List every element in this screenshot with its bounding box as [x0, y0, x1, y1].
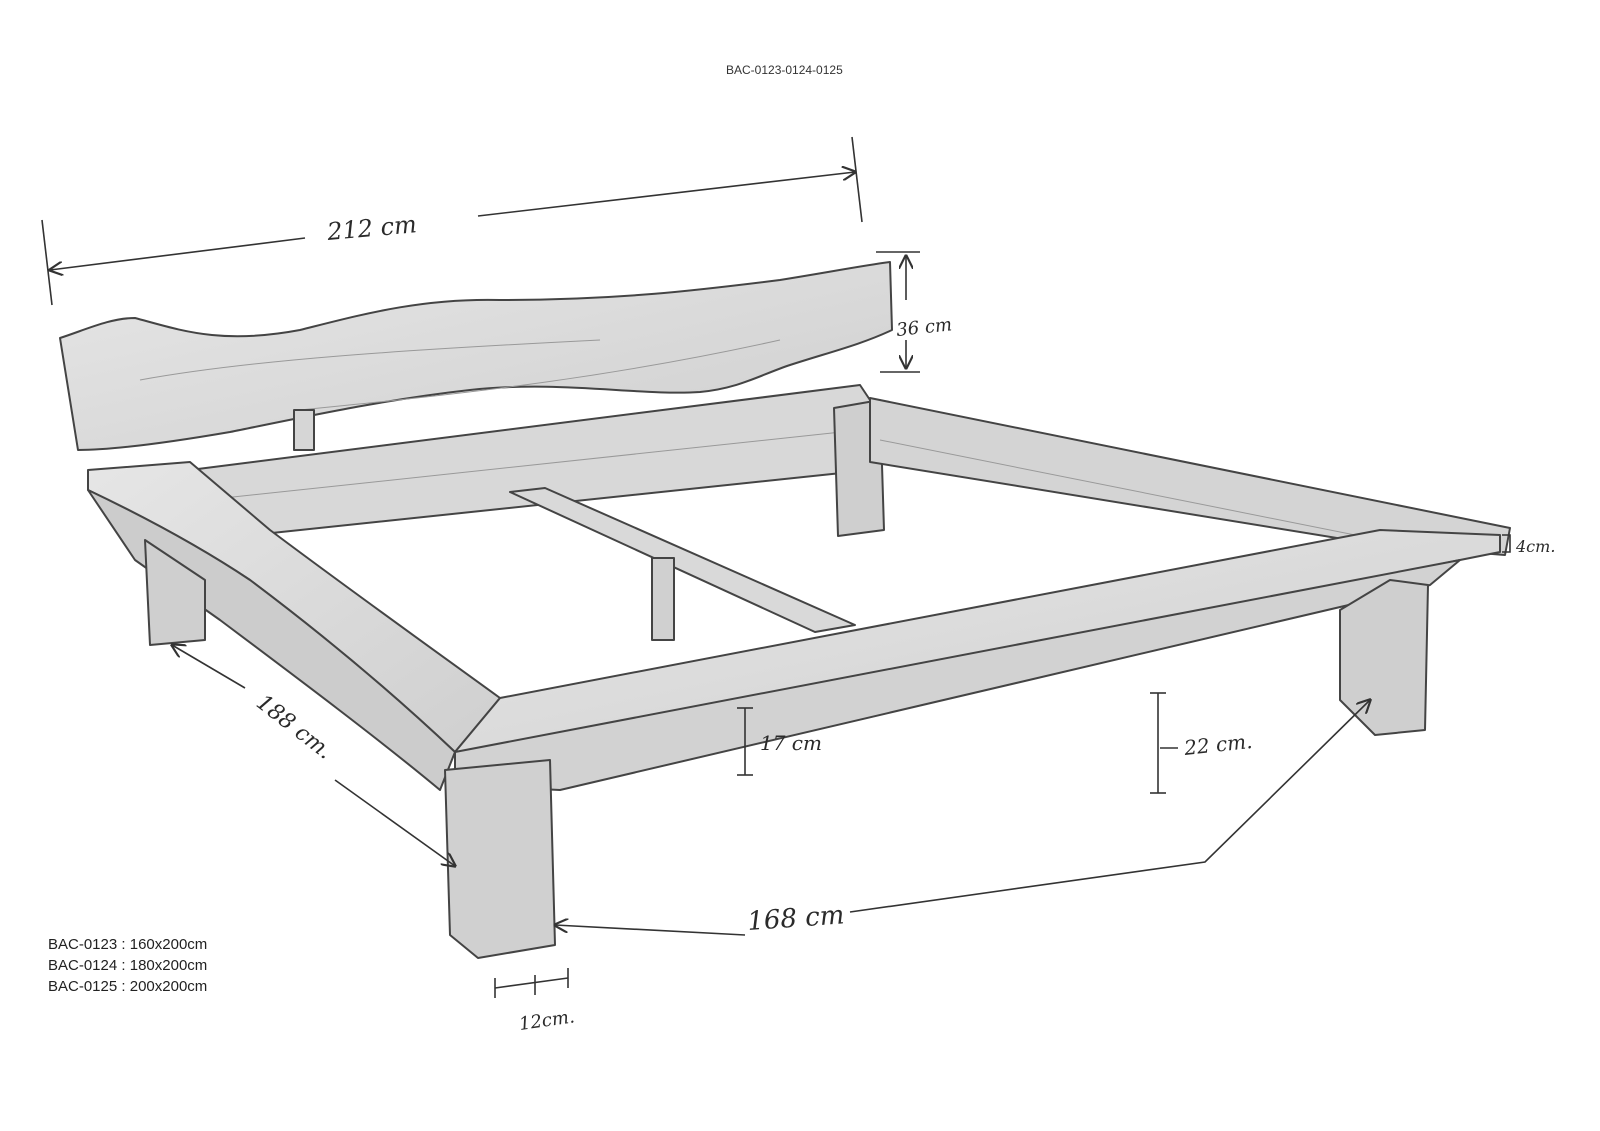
size-separator: :	[121, 978, 126, 995]
size-row: BAC-0125 : 200x200cm	[48, 976, 207, 997]
size-value: 180x200cm	[129, 957, 208, 974]
label-overall-length: 212 cm	[325, 210, 418, 246]
size-code: BAC-0124	[48, 957, 118, 974]
size-list: BAC-0123 : 160x200cm BAC-0124 : 180x200c…	[48, 934, 207, 997]
dim-line-width-right	[849, 700, 1370, 913]
label-leg-width: 12cm.	[518, 1006, 576, 1035]
size-separator: :	[121, 936, 126, 953]
headboard	[59, 261, 893, 451]
label-frame-thickness: 4cm.	[1515, 537, 1555, 556]
front-left-leg	[444, 759, 556, 959]
dim-line-length-right	[477, 172, 855, 217]
product-code-header: BAC-0123-0124-0125	[726, 63, 843, 77]
front-right-leg	[1339, 579, 1429, 736]
size-value: 200x200cm	[129, 978, 208, 995]
dim-line-length-left	[50, 237, 306, 270]
size-separator: :	[121, 957, 126, 974]
size-row: BAC-0124 : 180x200cm	[48, 955, 207, 976]
size-code: BAC-0123	[48, 936, 118, 953]
label-overall-width: 168 cm	[746, 900, 845, 937]
dim-line-width-left	[555, 925, 746, 936]
dim-line-side-top	[172, 645, 246, 689]
size-value: 160x200cm	[129, 936, 208, 953]
center-support-leg	[651, 557, 675, 641]
label-side-length: 188 cm.	[251, 690, 337, 765]
dim-line-side-bottom	[334, 779, 455, 866]
dim-bracket-thickness	[1502, 534, 1511, 553]
size-row: BAC-0123 : 160x200cm	[48, 934, 207, 955]
label-headboard-height: 36 cm	[895, 314, 953, 341]
dim-line-leg-width	[494, 977, 569, 989]
label-rail-height: 17 cm	[760, 731, 822, 755]
center-slat	[509, 487, 856, 633]
headboard-support	[293, 409, 315, 451]
size-code: BAC-0125	[48, 978, 118, 995]
back-left-leg	[144, 539, 206, 646]
label-leg-height: 22 cm.	[1182, 729, 1253, 760]
foot-apron	[454, 559, 1461, 791]
bed-frame-drawing	[59, 261, 1511, 959]
